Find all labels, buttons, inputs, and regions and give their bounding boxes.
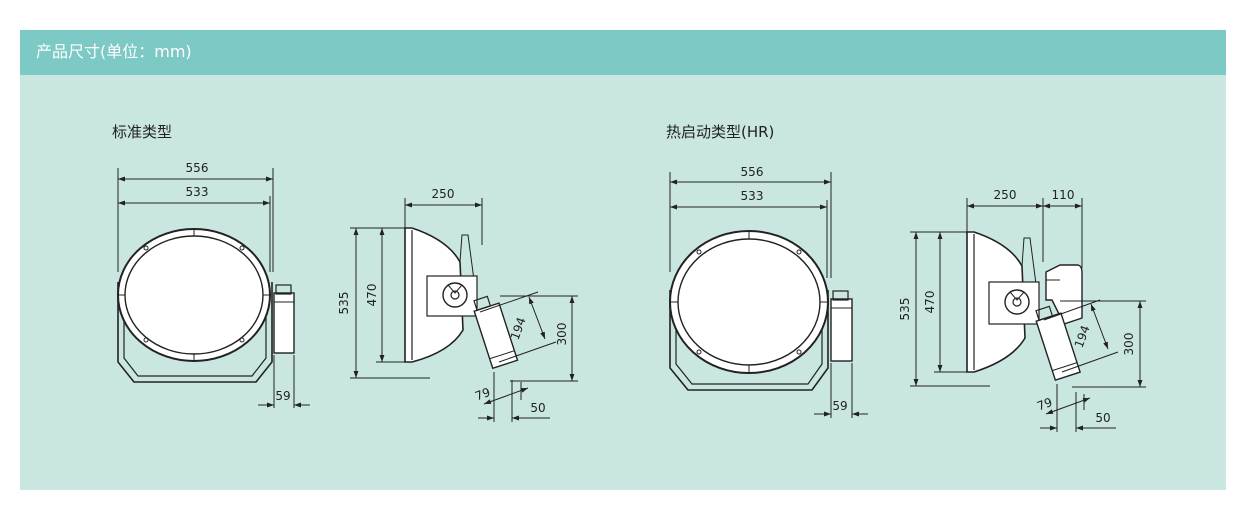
panel-title: 产品尺寸(单位：mm) [36,42,192,61]
dim-hr-side-250: 250 [994,188,1017,202]
dim-hr-side-79: 79 [1035,395,1054,413]
panel-header: 产品尺寸(单位：mm) [20,30,1226,75]
dim-hr-side-535: 535 [898,298,912,321]
dim-std-front-59: 59 [275,389,290,403]
standard-front-view [117,168,310,408]
dim-hr-side-300: 300 [1122,333,1136,356]
section-title-standard: 标准类型 [112,123,173,141]
dim-std-side-250: 250 [432,187,455,201]
dim-hr-front-556: 556 [741,165,764,179]
hr-side-view [910,198,1146,432]
dim-std-front-533: 533 [186,185,209,199]
dim-std-side-300: 300 [555,323,569,346]
dim-hr-side-470: 470 [923,291,937,314]
dim-hr-front-533: 533 [741,189,764,203]
dim-hr-side-110: 110 [1052,188,1075,202]
dim-std-side-535: 535 [337,292,351,315]
dim-std-side-79: 79 [473,385,492,403]
section-title-hot-restrike: 热启动类型(HR) [666,123,775,141]
dim-std-side-50: 50 [530,401,545,415]
dim-hr-side-194: 194 [1072,323,1093,349]
standard-side-view [350,198,578,422]
dim-std-side-470: 470 [365,284,379,307]
dim-hr-side-50: 50 [1095,411,1110,425]
dim-std-side-194: 194 [508,315,529,341]
dim-std-front-556: 556 [186,161,209,175]
dim-hr-front-59: 59 [832,399,847,413]
hr-front-view [669,172,868,418]
